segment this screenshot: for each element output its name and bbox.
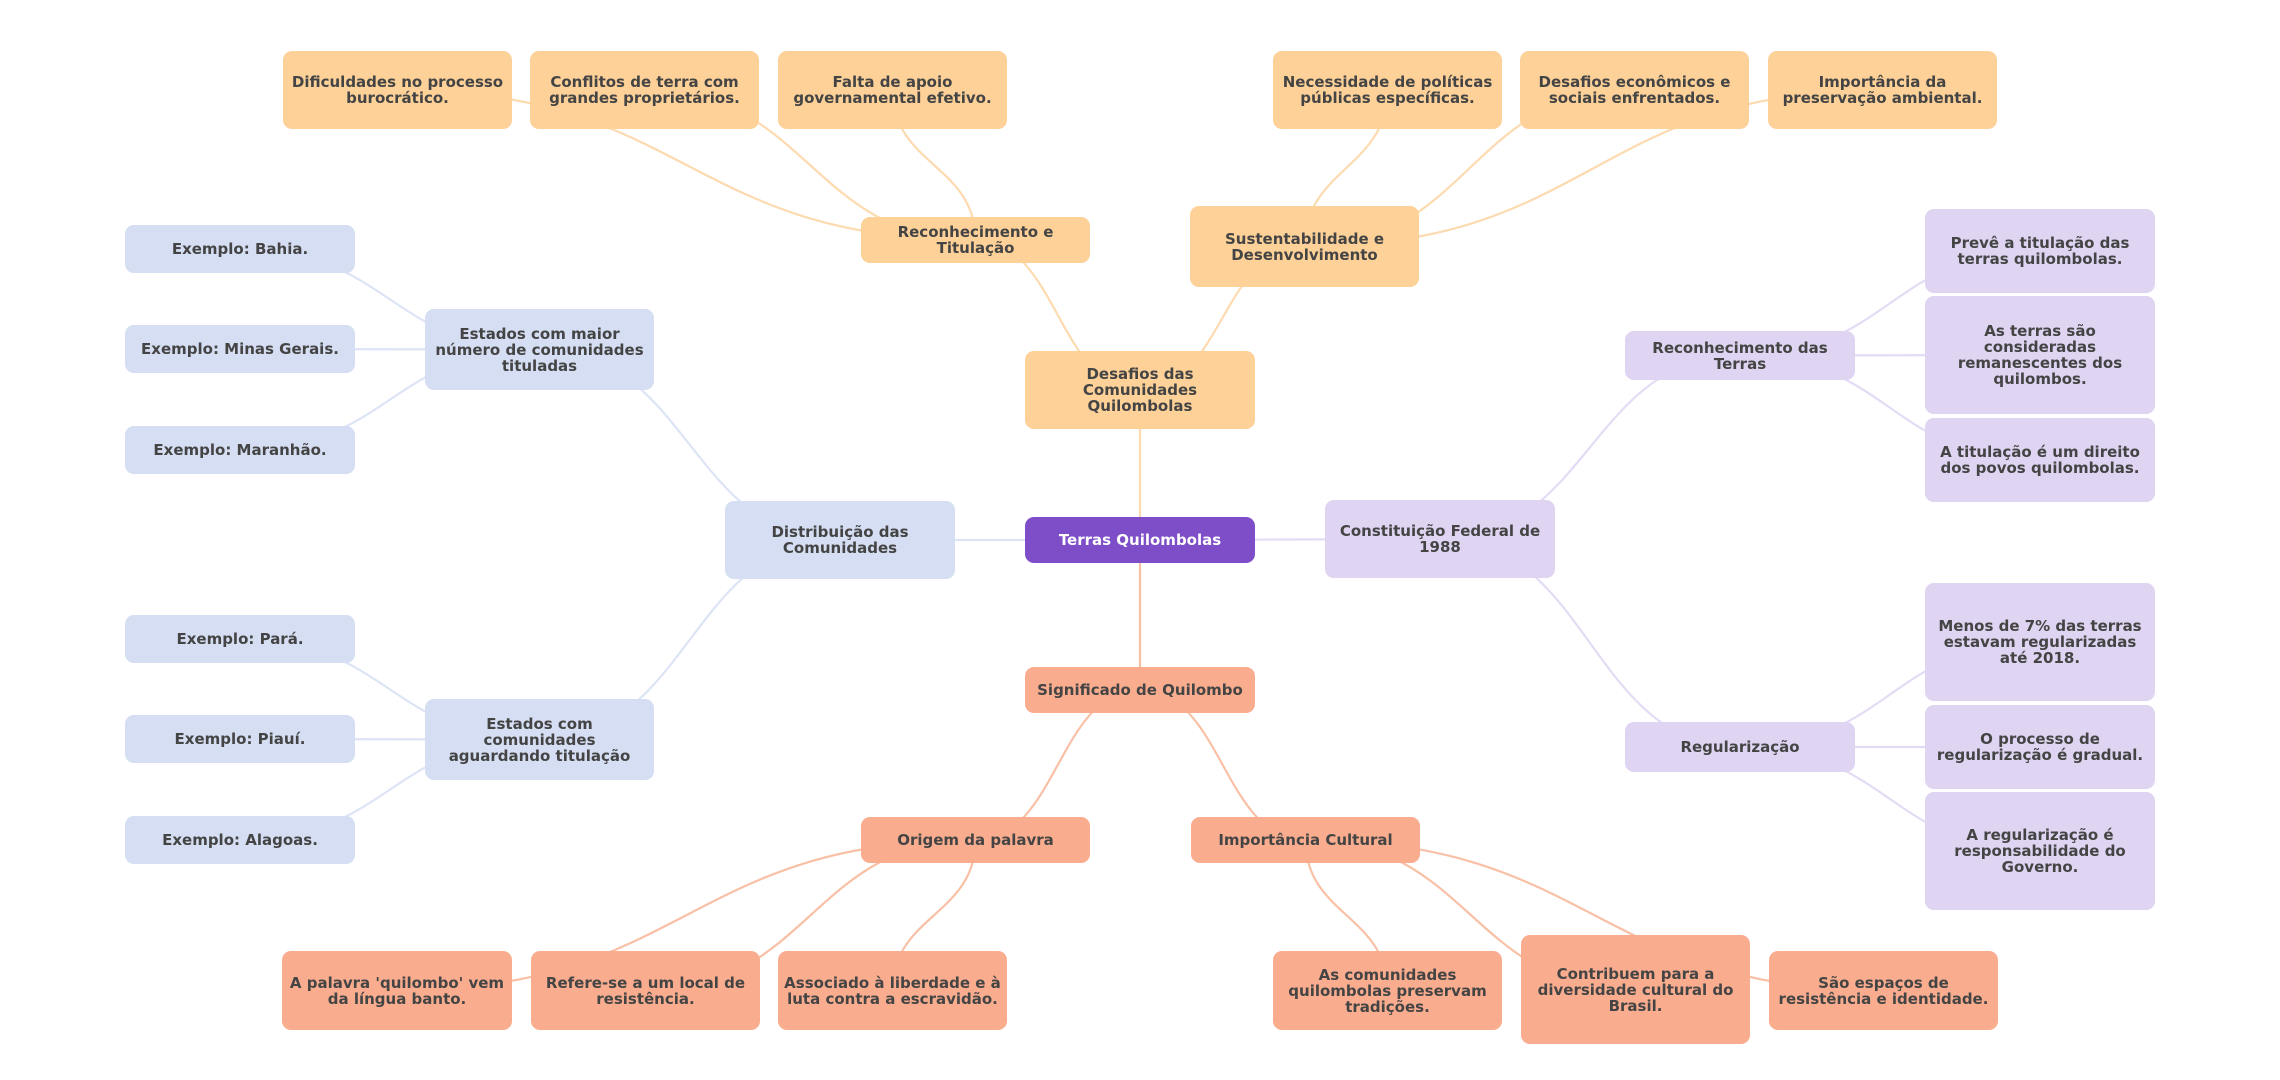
node-label: Exemplo: Bahia.	[171, 240, 309, 258]
leaf-node[interactable]: Exemplo: Pará.	[125, 615, 355, 663]
node-distribuicao[interactable]: Distribuição das Comunidades	[725, 501, 955, 579]
node-label: Dificuldades no processo burocrático.	[291, 73, 504, 107]
node-estados-maior[interactable]: Estados com maior número de comunidades …	[425, 309, 654, 390]
leaf-node[interactable]: Falta de apoio governamental efetivo.	[778, 51, 1007, 129]
root-node[interactable]: Terras Quilombolas	[1025, 517, 1255, 563]
leaf-node[interactable]: Conflitos de terra com grandes proprietá…	[530, 51, 759, 129]
node-label: Necessidade de políticas públicas especí…	[1282, 73, 1493, 107]
leaf-node[interactable]: Necessidade de políticas públicas especí…	[1273, 51, 1502, 129]
node-label: Menos de 7% das terras estavam regulariz…	[1938, 617, 2142, 667]
node-label: Reconhecimento das Terras	[1652, 338, 1828, 373]
leaf-node[interactable]: Associado à liberdade e à luta contra a …	[778, 951, 1007, 1030]
node-reconhecimento-titulacao[interactable]: Reconhecimento e Titulação	[861, 217, 1090, 263]
node-constituicao[interactable]: Constituição Federal de 1988	[1325, 500, 1555, 578]
leaf-node[interactable]: Desafios econômicos e sociais enfrentado…	[1520, 51, 1749, 129]
node-label: Contribuem para a diversidade cultural d…	[1537, 964, 1734, 1015]
node-label: Associado à liberdade e à luta contra a …	[784, 973, 1001, 1008]
leaf-node[interactable]: Importância da preservação ambiental.	[1768, 51, 1997, 129]
node-label: As comunidades quilombolas preservam tra…	[1288, 965, 1487, 1016]
node-label: Falta de apoio governamental efetivo.	[793, 73, 992, 107]
node-label: Desafios econômicos e sociais enfrentado…	[1538, 73, 1731, 107]
node-label: Desafios das Comunidades Quilombolas	[1082, 365, 1198, 415]
node-label: A regularização é responsabilidade do Go…	[1954, 826, 2126, 876]
node-label: Exemplo: Maranhão.	[153, 441, 327, 459]
node-label: Exemplo: Alagoas.	[162, 831, 318, 849]
leaf-node[interactable]: Contribuem para a diversidade cultural d…	[1521, 935, 1750, 1044]
node-label: A palavra 'quilombo' vem da língua banto…	[289, 973, 505, 1008]
node-origem-palavra[interactable]: Origem da palavra	[861, 817, 1090, 863]
node-label: Regularização	[1680, 738, 1800, 756]
leaf-node[interactable]: Prevê a titulação das terras quilombolas…	[1925, 209, 2155, 293]
leaf-node[interactable]: O processo de regularização é gradual.	[1925, 705, 2155, 789]
leaf-node[interactable]: Exemplo: Alagoas.	[125, 816, 355, 864]
leaf-node[interactable]: Refere-se a um local de resistência.	[531, 951, 760, 1030]
leaf-node[interactable]: A regularização é responsabilidade do Go…	[1925, 792, 2155, 910]
leaf-node[interactable]: As comunidades quilombolas preservam tra…	[1273, 951, 1502, 1030]
leaf-node[interactable]: Exemplo: Piauí.	[125, 715, 355, 763]
node-label: Importância da preservação ambiental.	[1782, 73, 1983, 107]
leaf-node[interactable]: As terras são consideradas remanescentes…	[1925, 296, 2155, 414]
node-label: O processo de regularização é gradual.	[1936, 730, 2144, 764]
node-label: Constituição Federal de 1988	[1339, 522, 1541, 556]
leaf-node[interactable]: Exemplo: Maranhão.	[125, 426, 355, 474]
leaf-node[interactable]: Exemplo: Bahia.	[125, 225, 355, 273]
leaf-node[interactable]: A palavra 'quilombo' vem da língua banto…	[282, 951, 512, 1030]
leaf-node[interactable]: Exemplo: Minas Gerais.	[125, 325, 355, 373]
node-label: As terras são consideradas remanescentes…	[1957, 322, 2123, 388]
node-label: Distribuição das Comunidades	[771, 523, 909, 557]
leaf-node[interactable]: Menos de 7% das terras estavam regulariz…	[1925, 583, 2155, 701]
node-sustentabilidade[interactable]: Sustentabilidade e Desenvolvimento	[1190, 206, 1419, 287]
node-label: Exemplo: Pará.	[176, 630, 304, 648]
node-label: Exemplo: Minas Gerais.	[141, 340, 339, 358]
leaf-node[interactable]: A titulação é um direito dos povos quilo…	[1925, 418, 2155, 502]
node-label: Refere-se a um local de resistência.	[545, 973, 746, 1008]
node-label: São espaços de resistência e identidade.	[1778, 973, 1989, 1008]
root-label: Terras Quilombolas	[1058, 531, 1222, 549]
node-desafios[interactable]: Desafios das Comunidades Quilombolas	[1025, 351, 1255, 429]
leaf-node[interactable]: Dificuldades no processo burocrático.	[283, 51, 512, 129]
node-label: Exemplo: Piauí.	[174, 730, 306, 748]
node-significado[interactable]: Significado de Quilombo	[1025, 667, 1255, 713]
node-label: Estados com comunidades aguardando titul…	[448, 714, 631, 765]
node-label: Importância Cultural	[1218, 831, 1393, 849]
node-label: Estados com maior número de comunidades …	[435, 324, 644, 375]
leaf-node[interactable]: São espaços de resistência e identidade.	[1769, 951, 1998, 1030]
node-label: A titulação é um direito dos povos quilo…	[1940, 443, 2140, 477]
node-label: Significado de Quilombo	[1037, 681, 1243, 699]
node-importancia-cultural[interactable]: Importância Cultural	[1191, 817, 1420, 863]
node-label: Prevê a titulação das terras quilombolas…	[1950, 234, 2130, 268]
node-label: Conflitos de terra com grandes proprietá…	[549, 73, 740, 107]
node-reconhecimento-terras[interactable]: Reconhecimento das Terras	[1625, 331, 1855, 380]
node-regularizacao[interactable]: Regularização	[1625, 722, 1855, 772]
node-label: Reconhecimento e Titulação	[897, 223, 1054, 257]
node-label: Origem da palavra	[897, 831, 1054, 849]
node-estados-aguardando[interactable]: Estados com comunidades aguardando titul…	[425, 699, 654, 780]
node-label: Sustentabilidade e Desenvolvimento	[1224, 229, 1385, 264]
